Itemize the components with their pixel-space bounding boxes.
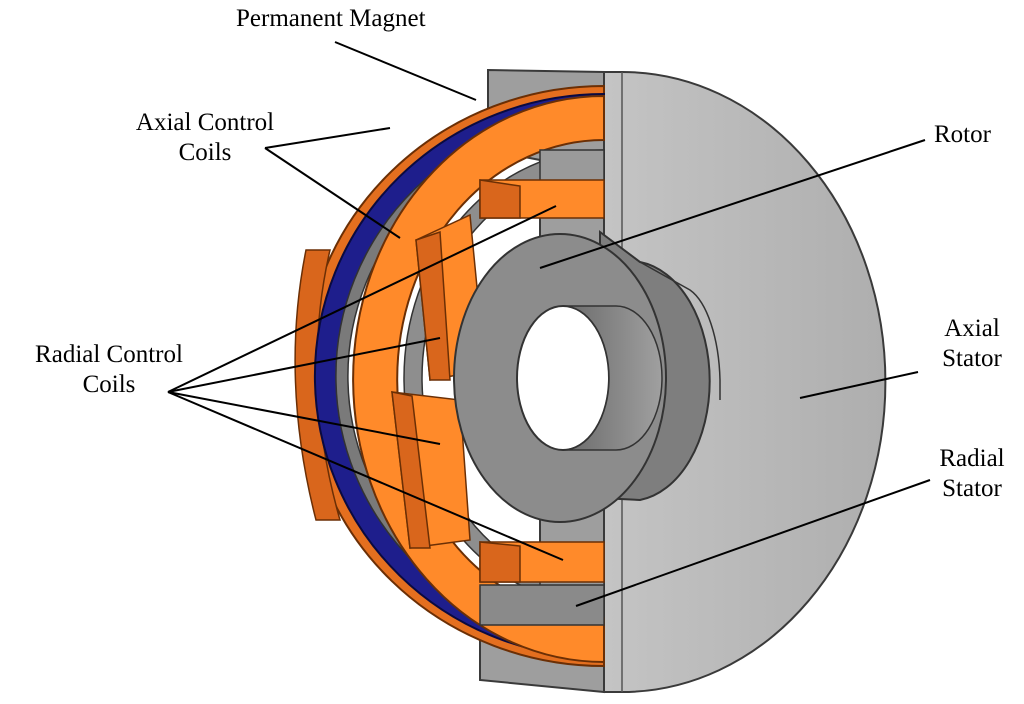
leader-axial-coil-a — [264, 127, 391, 149]
leader-radial-coil-b — [167, 337, 441, 393]
label-permanent-magnet: Permanent Magnet — [236, 5, 426, 32]
label-radial-stator-line1: Radial — [939, 445, 1005, 472]
label-axial-stator-line1: Axial — [944, 315, 1000, 342]
label-axial-stator-line2: Stator — [942, 345, 1002, 372]
radial-pole — [479, 584, 605, 626]
label-axial-control-line2: Coils — [178, 139, 232, 166]
label-radial-stator-line2: Stator — [942, 475, 1002, 502]
radial-coil-top-side — [479, 179, 521, 219]
label-rotor: Rotor — [934, 121, 991, 148]
rotor-edge — [599, 231, 721, 400]
rotor-bore-wall — [562, 305, 663, 451]
label-axial-control-line1: Axial Control — [135, 109, 275, 136]
leader-radial-coil-a — [167, 205, 557, 393]
label-radial-control-line1: Radial Control — [35, 341, 183, 368]
leader-axial-coil-b — [264, 147, 401, 239]
label-radial-control-line2: Coils — [82, 371, 136, 398]
axial-stator-disc — [603, 71, 887, 693]
leader-rotor — [539, 139, 926, 269]
leader-lines — [167, 41, 931, 607]
radial-coil-bottom-side — [479, 541, 521, 583]
leader-radial-coil-d — [167, 391, 564, 561]
leader-radial-stator — [575, 479, 931, 607]
leader-permanent-magnet — [334, 41, 477, 101]
leader-axial-stator — [799, 371, 919, 399]
label-axial-control-coils: Axial Control Coils — [110, 108, 300, 168]
label-axial-stator: Axial Stator — [924, 314, 1020, 374]
radial-coil-lower-left-side — [391, 391, 431, 549]
label-radial-control-coils: Radial Control Coils — [4, 340, 214, 400]
leader-radial-coil-c — [167, 391, 441, 445]
label-radial-stator: Radial Stator — [924, 444, 1020, 504]
